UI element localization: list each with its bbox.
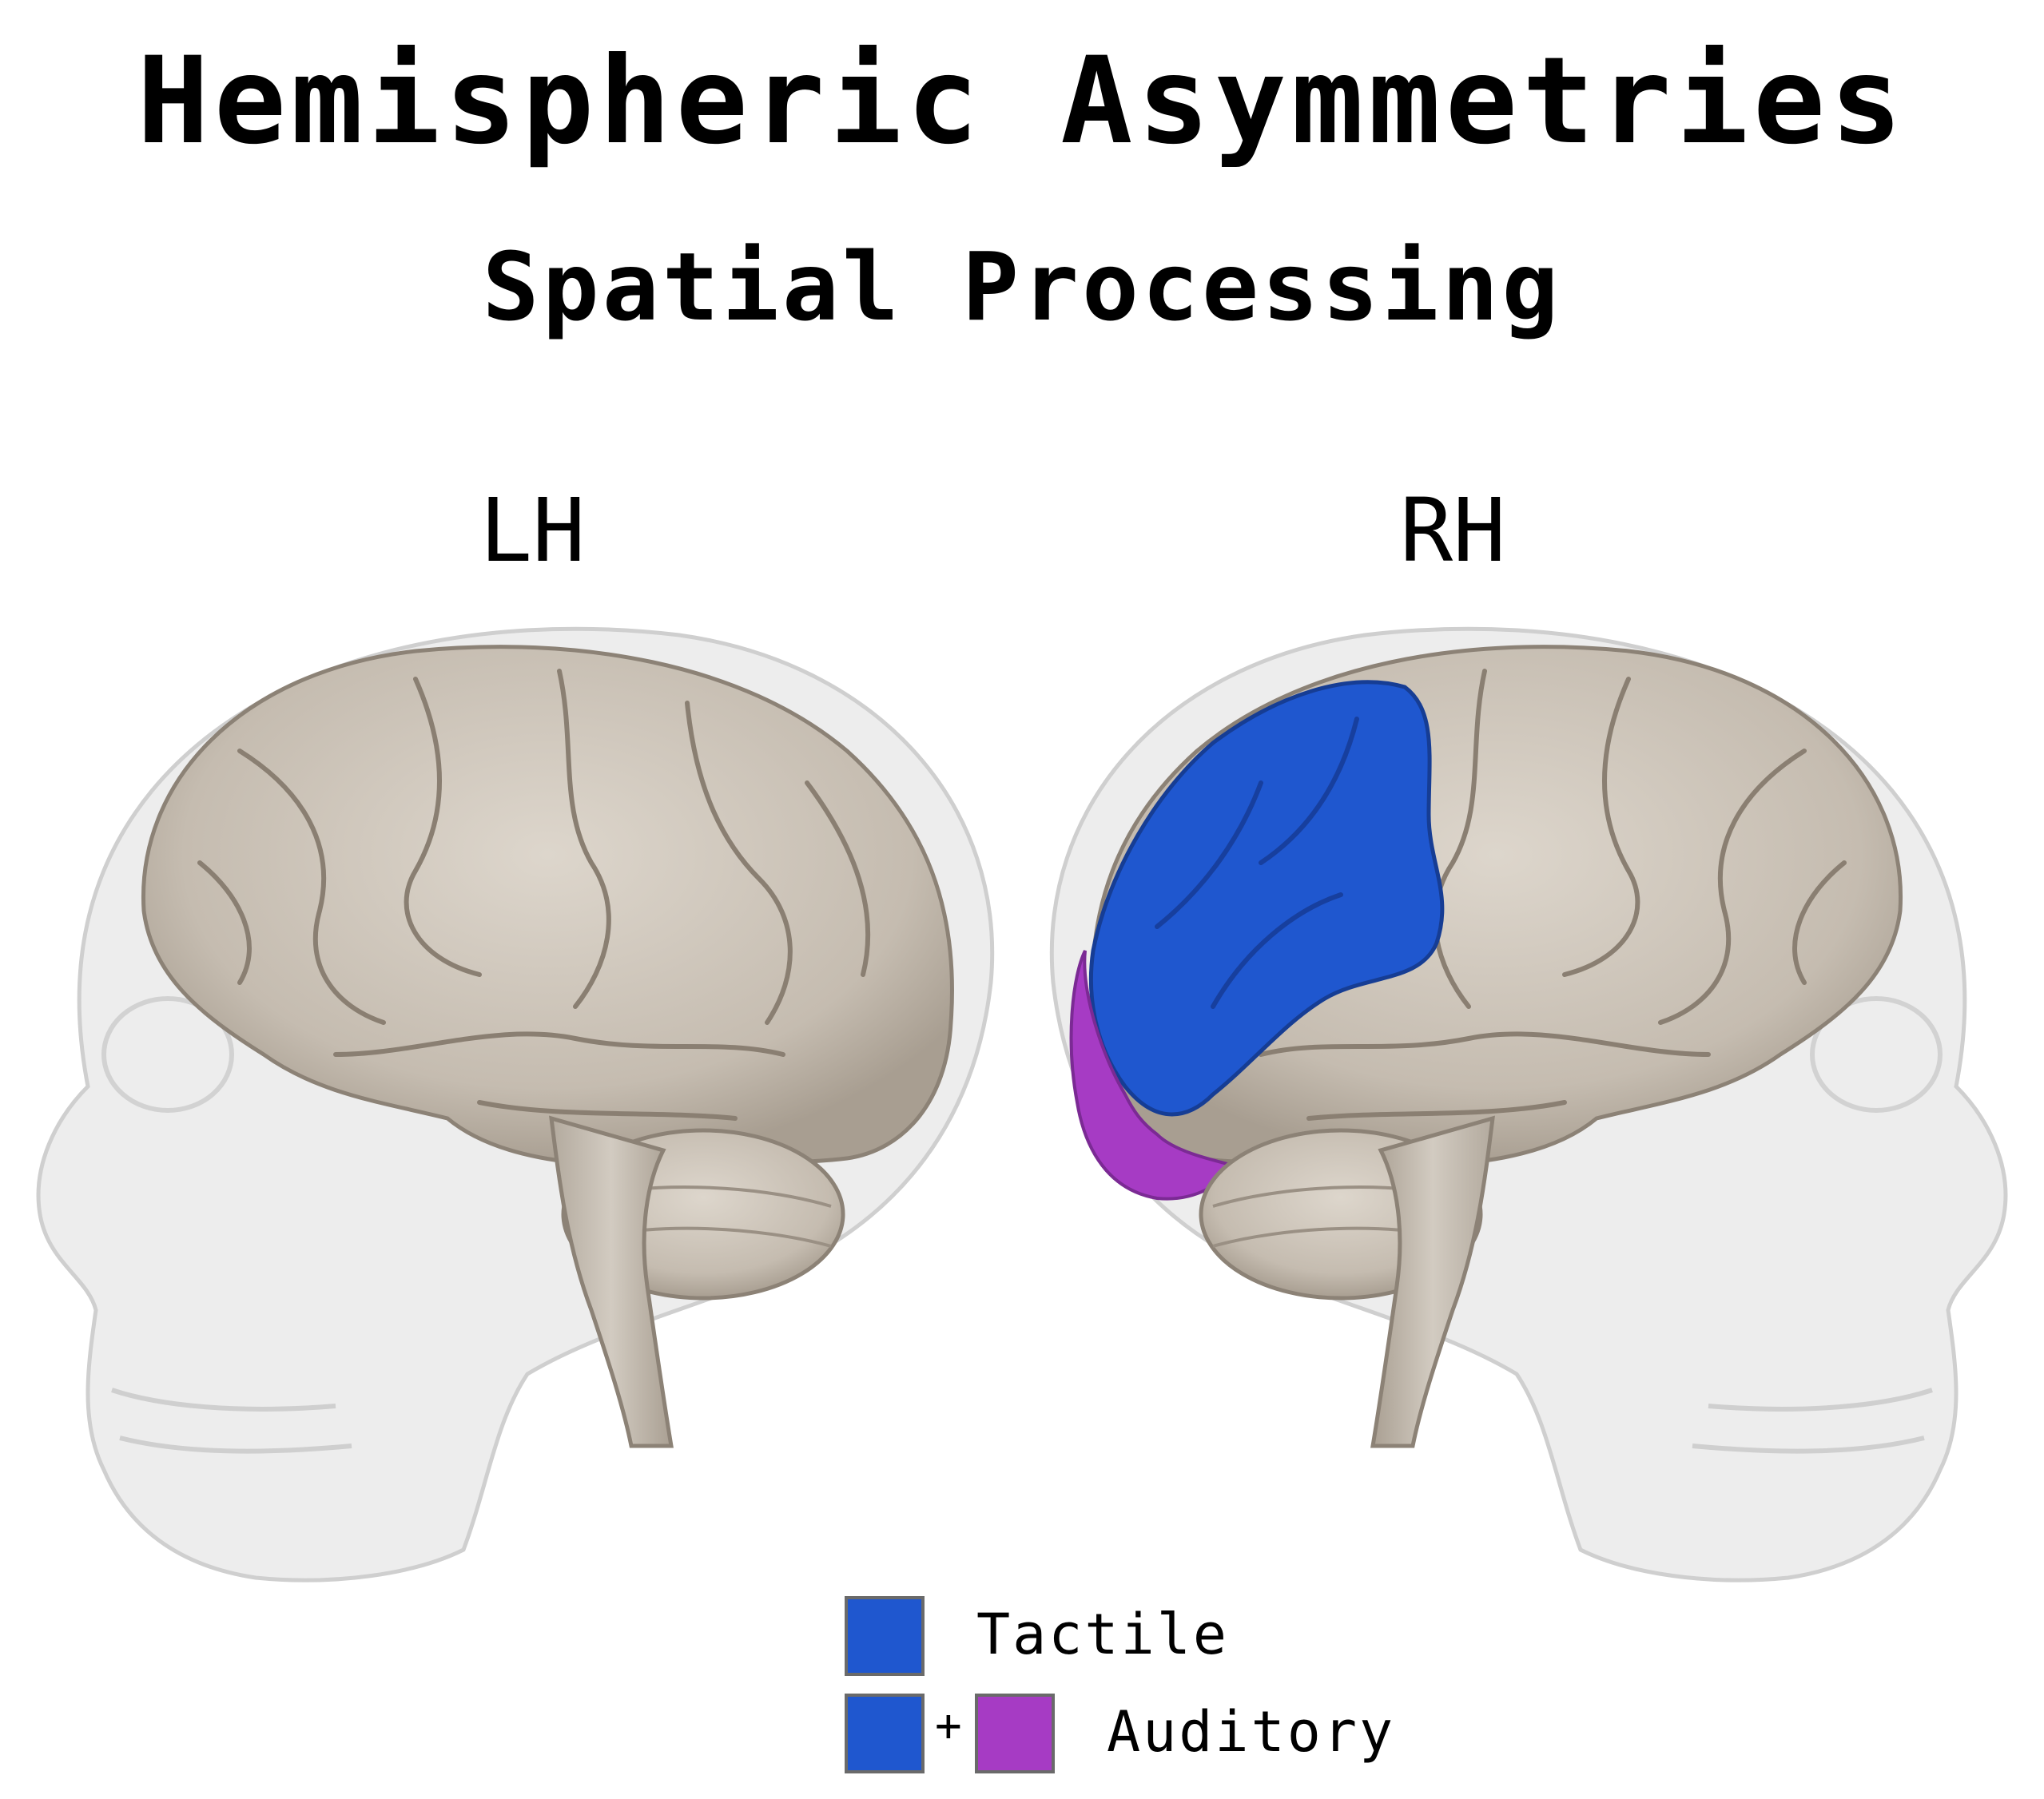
right-brainstem (1370, 1115, 1495, 1448)
legend-auditory-swatch (975, 1694, 1055, 1773)
figure-title: Hemispheric Asymmetries (137, 32, 1907, 171)
left-brainstem (549, 1115, 674, 1448)
legend-auditory-label: Auditory (1107, 1699, 1396, 1765)
auditory-region (1069, 950, 1240, 1201)
legend-combined-tactile-swatch (845, 1694, 925, 1773)
left-hemisphere-label: LH (479, 479, 586, 582)
legend-tactile-swatch (845, 1596, 925, 1676)
tactile-region (1088, 680, 1445, 1117)
figure-subtitle: Spatial Processing (482, 232, 1562, 342)
right-hemisphere-label: RH (1400, 479, 1506, 582)
legend-tactile-label: Tactile (976, 1602, 1230, 1667)
left-cerebrum (141, 645, 954, 1169)
legend-plus-sign: + (935, 1700, 964, 1752)
left-head (36, 626, 995, 1583)
brain-figure (36, 626, 2008, 1583)
right-head (1049, 626, 2008, 1583)
